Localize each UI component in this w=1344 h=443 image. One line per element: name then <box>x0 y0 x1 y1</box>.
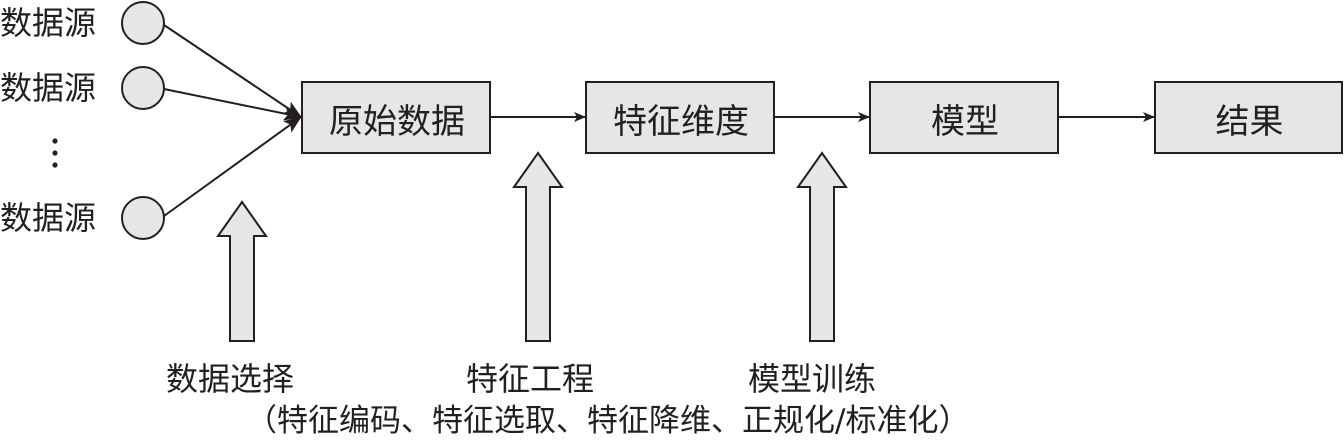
source-connector-1 <box>163 24 302 118</box>
process-up-arrow-model-training <box>796 151 848 342</box>
data-source-label: 数据源 <box>0 69 97 107</box>
data-source-label: 数据源 <box>0 199 97 237</box>
stage-label-feature-dimension: 特征维度 <box>613 102 749 142</box>
stage-label-result: 结果 <box>1215 102 1284 142</box>
stage-box-raw-data <box>301 81 491 154</box>
stage-box-result <box>1154 81 1343 154</box>
data-source-label: 数据源 <box>0 4 97 42</box>
process-label-model-training: 模型训练 <box>748 360 877 398</box>
ellipsis-dot <box>52 162 58 168</box>
process-label-data-selection: 数据选择 <box>166 360 295 398</box>
process-up-arrow-feature-engineering <box>512 151 564 342</box>
ellipsis-dot <box>52 150 58 156</box>
data-source-node-1 <box>121 1 165 45</box>
stage-box-model <box>869 81 1059 154</box>
stage-box-feature-dimension <box>585 81 775 154</box>
ellipsis-dot <box>52 138 58 144</box>
process-up-arrow-data-selection <box>216 200 268 342</box>
data-source-node-3 <box>121 196 165 240</box>
data-source-node-2 <box>121 66 165 110</box>
process-label-feature-engineering: 特征工程 <box>466 360 595 398</box>
stage-label-model: 模型 <box>931 102 999 142</box>
source-connector-3 <box>163 116 302 217</box>
source-connector-2 <box>163 88 302 121</box>
feature-engineering-detail: （特征编码、特征选取、特征降维、正规化/标准化） <box>246 403 970 439</box>
stage-label-raw-data: 原始数据 <box>329 102 465 142</box>
